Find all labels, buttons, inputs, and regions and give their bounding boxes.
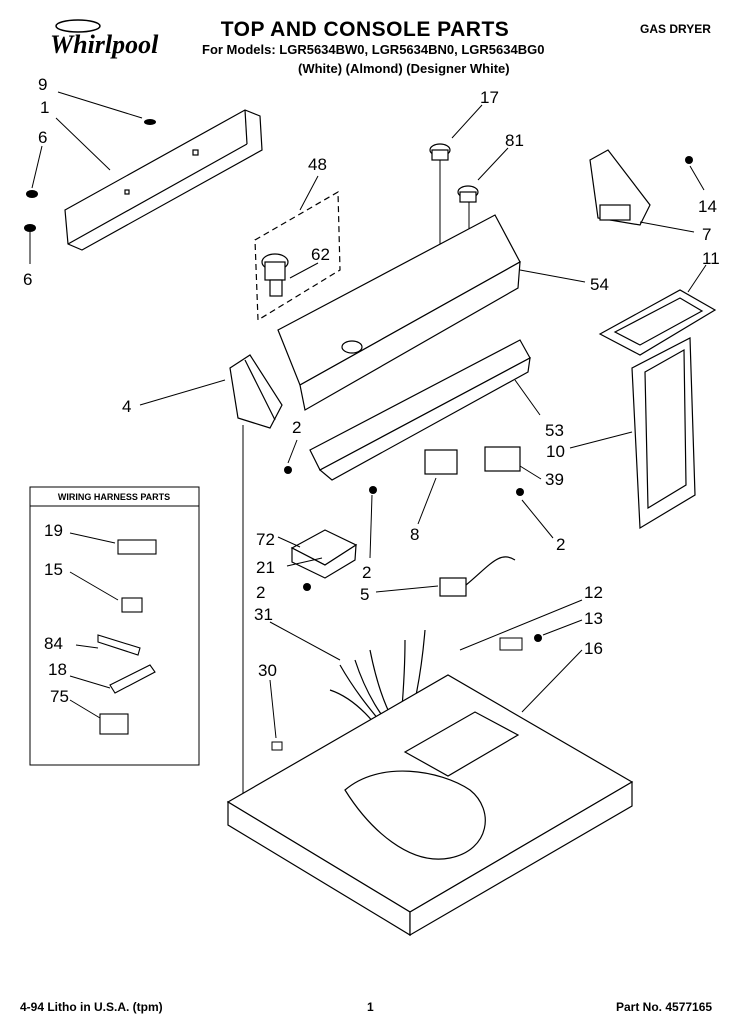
screw-14-icon: [685, 156, 693, 164]
footer-part-number: Part No. 4577165: [616, 1000, 713, 1014]
wiring-harness-box: WIRING HARNESS PARTS 19 15 84 18 75: [29, 486, 200, 766]
logo-ellipse: [55, 19, 101, 33]
callout-11: 11: [702, 249, 720, 268]
part-30-icon: [271, 741, 283, 751]
callout-2a: 2: [292, 418, 301, 437]
harness-75: 75: [50, 687, 69, 706]
callout-9: 9: [38, 75, 47, 94]
part-48-knob-group: [254, 190, 341, 322]
footer-page-number: 1: [367, 1000, 374, 1014]
harness-box-title: WIRING HARNESS PARTS: [58, 492, 170, 502]
callout-72: 72: [256, 530, 275, 549]
part-1-rear-bracket: [64, 109, 263, 251]
callout-12: 12: [584, 583, 603, 602]
connector-19-icon: [117, 539, 157, 555]
switch-parts: [424, 446, 521, 475]
product-type: GAS DRYER: [640, 22, 711, 36]
callout-62: 62: [311, 245, 330, 264]
callout-10: 10: [546, 442, 565, 461]
callout-14: 14: [698, 197, 717, 216]
part-4-endcap: [229, 354, 283, 429]
whirlpool-logo: Whirlpool: [50, 30, 159, 59]
callout-53: 53: [545, 421, 564, 440]
part-11-filter-lid: [598, 289, 717, 356]
harness-15: 15: [44, 560, 63, 579]
leader-lines: [29, 91, 707, 739]
part-21-module: [290, 529, 358, 579]
models-line: For Models: LGR5634BW0, LGR5634BN0, LGR5…: [202, 42, 545, 57]
harness-84: 84: [44, 634, 63, 653]
part-12-icon: [499, 637, 523, 651]
terminal-84-icon: [97, 634, 141, 656]
part-13-icon: [534, 634, 542, 642]
screw-icons: [24, 119, 156, 232]
callout-4: 4: [122, 397, 131, 416]
callout-21: 21: [256, 558, 275, 577]
callout-6b: 6: [23, 270, 32, 289]
callout-5: 5: [360, 585, 369, 604]
colors-line: (White) (Almond) (Designer White): [298, 61, 510, 76]
callout-6a: 6: [38, 128, 47, 147]
connector-15-icon: [121, 597, 143, 613]
part-54-console: [277, 214, 521, 411]
part-7-endcap: [589, 149, 651, 226]
callout-48: 48: [308, 155, 327, 174]
callout-8: 8: [410, 525, 419, 544]
harness-18: 18: [48, 660, 67, 679]
callout-30: 30: [258, 661, 277, 680]
callout-2d: 2: [256, 583, 265, 602]
harness-19: 19: [44, 521, 63, 540]
screw-2-icons: [284, 466, 524, 591]
callout-2c: 2: [556, 535, 565, 554]
part-53-channel: [309, 339, 531, 481]
footer-litho: 4-94 Litho in U.S.A. (tpm): [20, 1000, 163, 1014]
part-5-harness: [439, 556, 516, 597]
callout-7: 7: [702, 225, 711, 244]
callout-1: 1: [40, 98, 49, 117]
connector-75-icon: [99, 713, 129, 735]
knob-icons: [429, 143, 479, 203]
part-10-lint-screen: [631, 337, 696, 530]
callout-31: 31: [254, 605, 273, 624]
terminal-18-icon: [109, 664, 156, 694]
callout-2b: 2: [362, 563, 371, 582]
part-16-top-panel: [226, 674, 634, 937]
callout-16: 16: [584, 639, 603, 658]
callout-81: 81: [505, 131, 524, 150]
callout-54: 54: [590, 275, 609, 294]
callout-17: 17: [480, 88, 499, 107]
callout-39: 39: [545, 470, 564, 489]
page-title: TOP AND CONSOLE PARTS: [220, 18, 510, 41]
callout-13: 13: [584, 609, 603, 628]
